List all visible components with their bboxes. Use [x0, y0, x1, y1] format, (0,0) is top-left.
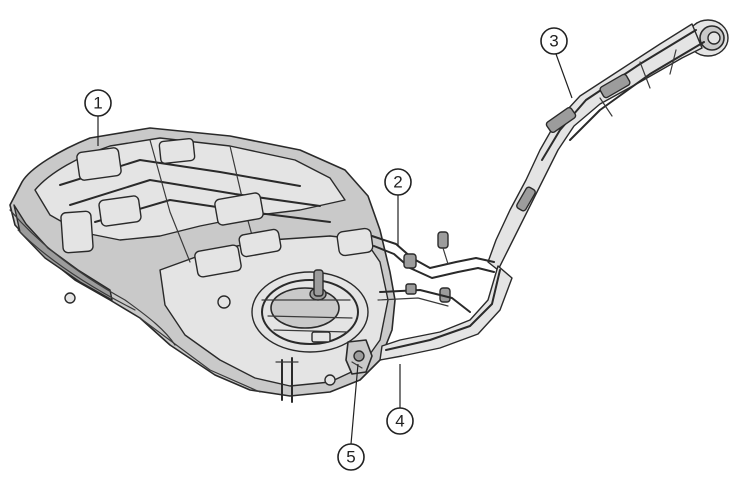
fuel-valve-clip [345, 339, 373, 375]
callout-circle [384, 168, 412, 196]
callout-4: 4 [386, 364, 414, 435]
callout-label: 1 [93, 94, 102, 113]
callout-2: 2 [384, 168, 412, 246]
fuel-tank [9, 127, 396, 403]
callout-circle [540, 27, 568, 55]
callout-circle [386, 407, 414, 435]
callout-label: 2 [393, 173, 402, 192]
callout-label: 4 [395, 412, 404, 431]
callout-3: 3 [540, 27, 573, 99]
callout-circle [337, 443, 365, 471]
callout-5: 5 [337, 363, 365, 471]
callout-label: 5 [346, 448, 355, 467]
filler-neck [379, 19, 729, 361]
callout-1: 1 [84, 89, 112, 146]
vent-hose [371, 231, 495, 313]
callout-circle [84, 89, 112, 117]
callout-label: 3 [549, 32, 558, 51]
